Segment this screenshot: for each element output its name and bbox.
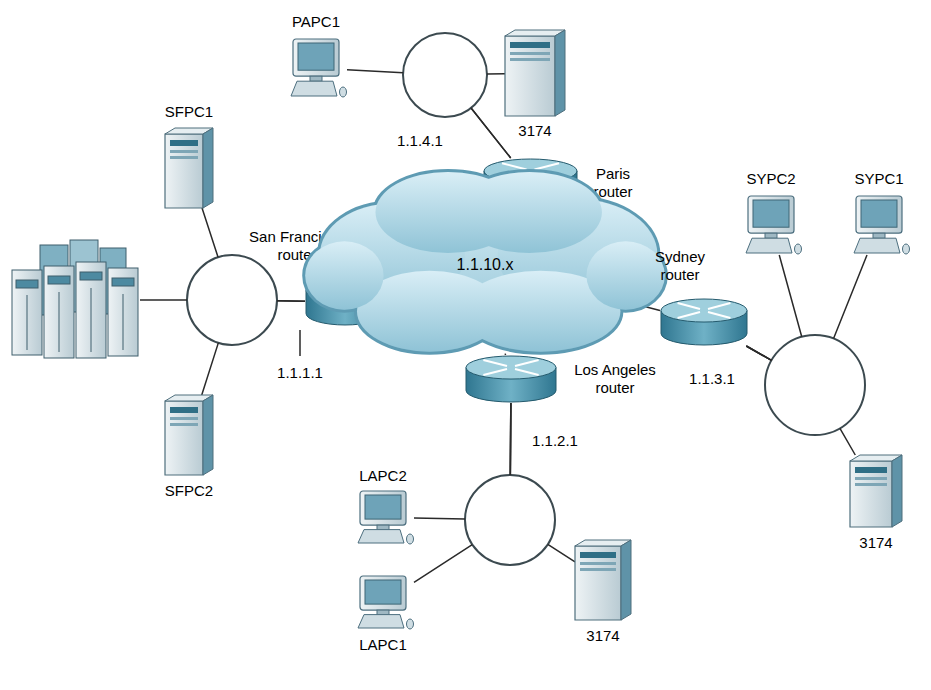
mainframe-wire — [140, 299, 187, 301]
router-icon — [661, 299, 747, 345]
device-name: LAPC2 — [359, 467, 407, 485]
tower-shape — [505, 30, 565, 116]
device-name: 3174 — [859, 534, 892, 552]
pc-node: SYPC2 — [740, 195, 802, 255]
ip-address: 1.1.3.1 — [689, 370, 735, 387]
network-link — [746, 255, 801, 360]
tower-shape — [575, 540, 631, 620]
network-link — [746, 255, 867, 360]
tower-shape — [850, 455, 902, 527]
tower-icon — [505, 30, 565, 116]
network-link — [414, 403, 511, 582]
network-link — [414, 403, 511, 519]
lan-ring — [187, 255, 277, 345]
pc-icon — [746, 196, 802, 254]
tower-node: 3174 — [575, 540, 631, 620]
tower-icon — [850, 455, 902, 527]
lan-ring — [403, 33, 487, 117]
tower-icon — [165, 128, 213, 208]
tower-node: 3174 — [850, 455, 902, 527]
network-cloud: 1.1.10.x — [300, 160, 670, 370]
tower-icon — [165, 395, 213, 475]
device-name: SYPC1 — [854, 170, 903, 188]
pc-node: LAPC1 — [352, 575, 414, 630]
device-name: SFPC1 — [165, 103, 213, 121]
lan-ring — [465, 475, 555, 565]
pc-node: PAPC1 — [285, 38, 347, 98]
network-link — [510, 403, 575, 562]
pc-icon — [854, 196, 910, 254]
network-link — [746, 346, 855, 455]
network-link — [347, 70, 511, 158]
router-node: Sydney router — [660, 298, 748, 346]
network-address: 1.1.10.x — [457, 256, 514, 274]
tower-node: SFPC1 — [165, 128, 213, 208]
pc-icon — [358, 491, 414, 544]
ip-address: 1.1.1.1 — [277, 364, 323, 381]
device-name: 3174 — [518, 122, 551, 140]
router-name: Sydney router — [645, 248, 715, 284]
address-tick — [299, 330, 301, 356]
ip-address: 1.1.2.1 — [532, 432, 578, 449]
network-link — [504, 354, 506, 355]
pc-shape — [848, 195, 910, 255]
router-name: Los Angeles router — [560, 361, 670, 397]
tower-shape — [165, 395, 213, 475]
tower-node: 3174 — [505, 30, 565, 116]
lan-ring — [765, 335, 865, 435]
tower-node: SFPC2 — [165, 395, 213, 475]
pc-icon — [291, 39, 347, 97]
router-shape — [465, 355, 557, 403]
pc-node: SYPC1 — [848, 195, 910, 255]
mainframe — [12, 240, 138, 358]
pc-shape — [285, 38, 347, 98]
tower-shape — [165, 128, 213, 208]
router-node: Los Angeles router — [465, 355, 557, 403]
ip-address: 1.1.4.1 — [397, 132, 443, 149]
network-link — [202, 301, 305, 395]
pc-shape — [352, 575, 414, 630]
device-name: PAPC1 — [292, 13, 340, 31]
device-name: LAPC1 — [359, 636, 407, 654]
router-shape — [660, 298, 748, 346]
pc-node: LAPC2 — [352, 490, 414, 545]
pc-shape — [740, 195, 802, 255]
router-icon — [466, 356, 556, 402]
pc-shape — [352, 490, 414, 545]
device-name: SYPC2 — [746, 170, 795, 188]
pc-icon — [358, 576, 414, 629]
cloud-icon — [304, 171, 667, 354]
device-name: 3174 — [586, 627, 619, 645]
tower-icon — [575, 540, 631, 620]
device-name: SFPC2 — [165, 482, 213, 500]
